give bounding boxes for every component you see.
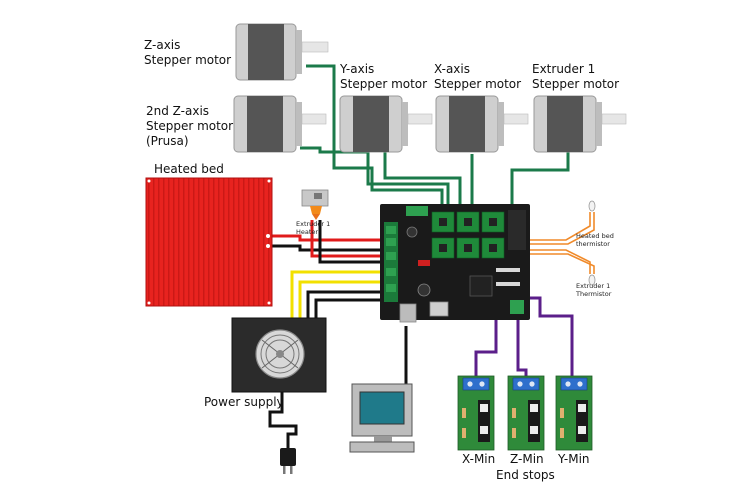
extruder-motor-wire	[510, 152, 570, 210]
x-axis-stepper-motor	[435, 95, 529, 153]
extruder-heater-label: Extruder 1 Heater	[296, 220, 331, 236]
extruder-thermistor	[588, 274, 596, 286]
bed-thermistor-wire-2	[528, 212, 595, 245]
extruder-stepper-motor	[533, 95, 627, 153]
power-plug	[280, 448, 296, 474]
motor-wires	[300, 64, 570, 210]
endstop-wires	[474, 296, 574, 376]
extruder-thermistor-wire-1	[528, 249, 591, 274]
psu-wire-yellow-2	[298, 280, 390, 318]
z-motor-wire	[306, 64, 444, 210]
heater-wire-red	[310, 220, 390, 258]
stepper-drivers	[431, 211, 505, 259]
thermistor-wires	[528, 212, 595, 274]
end-stops-label: End stops	[496, 468, 555, 482]
extruder-thermistor-label: Extruder 1 Thermistor	[576, 282, 612, 298]
bed-wire-black	[270, 244, 390, 252]
power-wires	[268, 220, 408, 448]
second-z-axis-motor-label: 2nd Z-axis Stepper motor (Prusa)	[146, 104, 234, 148]
y-min-wire	[530, 296, 574, 376]
x-axis-motor-label: X-axis Stepper motor	[434, 62, 522, 91]
y-motor-wire	[383, 150, 462, 210]
heater-wire-black	[318, 220, 390, 264]
extruder-heater-block	[301, 189, 329, 220]
y-min-label: Y-Min	[558, 452, 590, 466]
power-supply-label: Power supply	[204, 395, 284, 409]
y-axis-motor-label: Y-axis Stepper motor	[340, 62, 428, 91]
controller-board	[380, 204, 530, 323]
z-min-wire	[516, 296, 528, 376]
bed-thermistor-label: Heated bed thermistor	[576, 232, 614, 248]
power-cord	[268, 392, 298, 448]
extruder-thermistor-wire-2	[528, 253, 595, 274]
z-axis-motor-label: Z-axis Stepper motor	[144, 38, 232, 67]
z-axis-stepper-motor	[235, 23, 329, 81]
second-z-axis-stepper-motor	[233, 95, 327, 153]
x-min-label: X-Min	[462, 452, 496, 466]
bed-thermistor-wire-1	[528, 212, 591, 241]
y-axis-stepper-motor	[339, 95, 433, 153]
psu-wire-black-2	[314, 298, 390, 318]
bed-thermistor	[588, 200, 596, 212]
computer	[349, 383, 415, 453]
extruder-motor-label: Extruder 1 Stepper motor	[532, 62, 620, 91]
heated-bed-label: Heated bed	[154, 162, 224, 176]
heated-bed	[145, 177, 273, 307]
psu-wire-black-1	[306, 290, 390, 318]
power-supply-unit	[231, 317, 327, 393]
bed-wire-red	[270, 234, 390, 242]
x-min-wire	[474, 296, 498, 376]
z-min-endstop	[507, 375, 545, 451]
y-min-endstop	[555, 375, 593, 451]
psu-wire-yellow-1	[290, 270, 390, 318]
z-min-label: Z-Min	[510, 452, 544, 466]
x-min-endstop	[457, 375, 495, 451]
